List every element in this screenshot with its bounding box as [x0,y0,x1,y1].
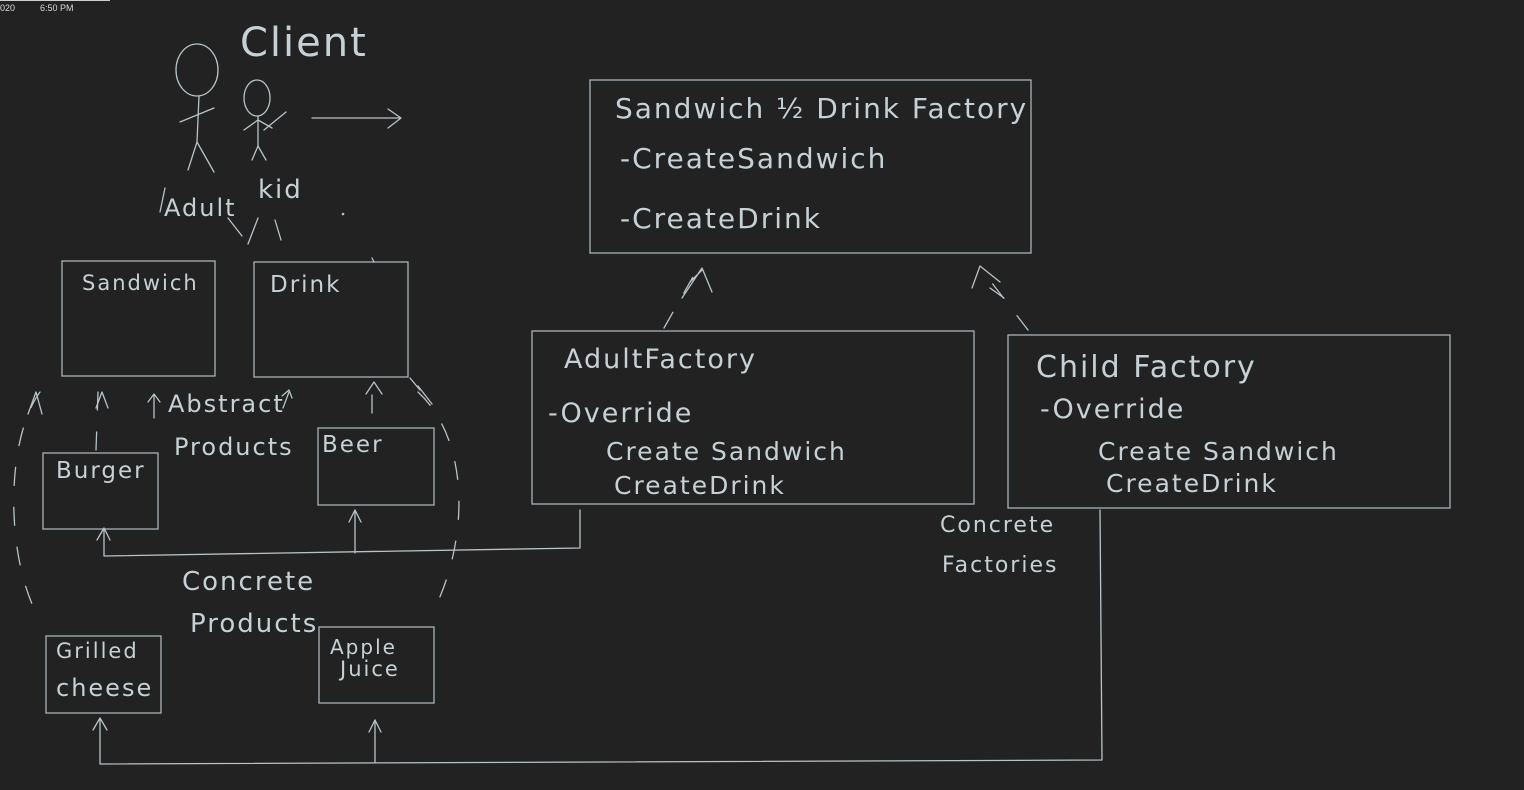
grilled-cheese-label-line2: cheese [56,674,153,702]
stray-dot [341,212,345,216]
adult-inheritance-arrowhead [681,267,713,299]
apple-juice-box: Apple Juice [318,626,435,704]
child-factory-method1: Create Sandwich [1098,437,1339,466]
dashed-drink-inheritance [417,391,460,615]
concrete-factories-label-line2: Factories [942,553,1058,578]
abstract-label-line1: Abstract [168,390,285,418]
drink-box: Drink [253,261,409,378]
burger-arrowhead [96,527,111,541]
drink-label: Drink [270,272,341,298]
beer-box: Beer [317,427,435,506]
sandwich-box: Sandwich [61,260,216,377]
status-bar: 020 6:50 PM [0,0,1524,16]
concrete-products-label-line1: Concrete [182,567,315,597]
sandwich-inheritance-arrowhead [95,391,109,409]
grilled-cheese-label-line1: Grilled [56,639,139,663]
dashed-child-to-abstract [981,269,1029,331]
beer-label: Beer [322,432,384,458]
burger-box: Burger [42,452,159,530]
abstract-factory-title: Sandwich ½ Drink Factory [615,92,1028,125]
apple-juice-label-line2: Juice [338,657,400,681]
adult-factory-method1: Create Sandwich [606,437,847,466]
stray-mark [371,257,375,263]
figure-strokes [159,187,282,245]
dashed-adult-to-abstract [663,267,699,329]
client-arrow [311,108,402,129]
abstract-factory-box: Sandwich ½ Drink Factory -CreateSandwich… [589,79,1032,254]
child-factory-method2: CreateDrink [1106,469,1278,498]
abstract-label-line2: Products [174,433,294,461]
concrete-products-label-line2: Products [190,609,318,639]
concrete-factories-label-line1: Concrete [940,513,1055,538]
apple-juice-arrowhead [368,719,382,733]
child-creates-grilled-cheese-line [99,509,1103,765]
adult-factory-title: AdultFactory [564,344,757,375]
abstract-factory-method2: -CreateDrink [620,202,822,235]
adult-stick-figure [175,43,219,173]
status-year: 020 [0,3,16,13]
adult-factory-override: -Override [548,398,693,429]
grilled-cheese-box: Grilled cheese [45,635,162,714]
kid-label: kid [258,175,303,205]
child-factory-box: Child Factory -Override Create Sandwich … [1007,334,1451,509]
client-title: Client [240,20,368,66]
child-inheritance-arrowhead [971,265,1005,299]
dashed-sandwich-to-burger [95,391,99,451]
adult-label: Adult [164,194,237,222]
beer-arrowhead [348,509,362,523]
grilled-cheese-arrowhead [92,717,108,731]
drink-inheritance-arrowhead [365,381,383,395]
dashed-sandwich-inheritance [13,391,41,621]
adult-factory-box: AdultFactory -Override Create Sandwich C… [531,330,975,505]
abstract-arrow-left [147,393,161,419]
adult-creates-burger-line [103,509,581,557]
kid-stick-figure [243,79,287,161]
child-factory-override: -Override [1040,394,1185,425]
child-factory-title: Child Factory [1036,350,1257,385]
status-divider [0,0,110,1]
sandwich-label: Sandwich [82,271,199,295]
drink-outer-arrowhead [409,377,433,405]
apple-juice-label-line1: Apple [330,635,397,659]
sandwich-outer-arrowhead [27,391,43,415]
adult-factory-method2: CreateDrink [614,471,786,500]
burger-label: Burger [56,458,146,484]
abstract-factory-method1: -CreateSandwich [620,142,887,175]
abstract-arrow-right [281,389,293,409]
status-time: 6:50 PM [40,3,74,13]
